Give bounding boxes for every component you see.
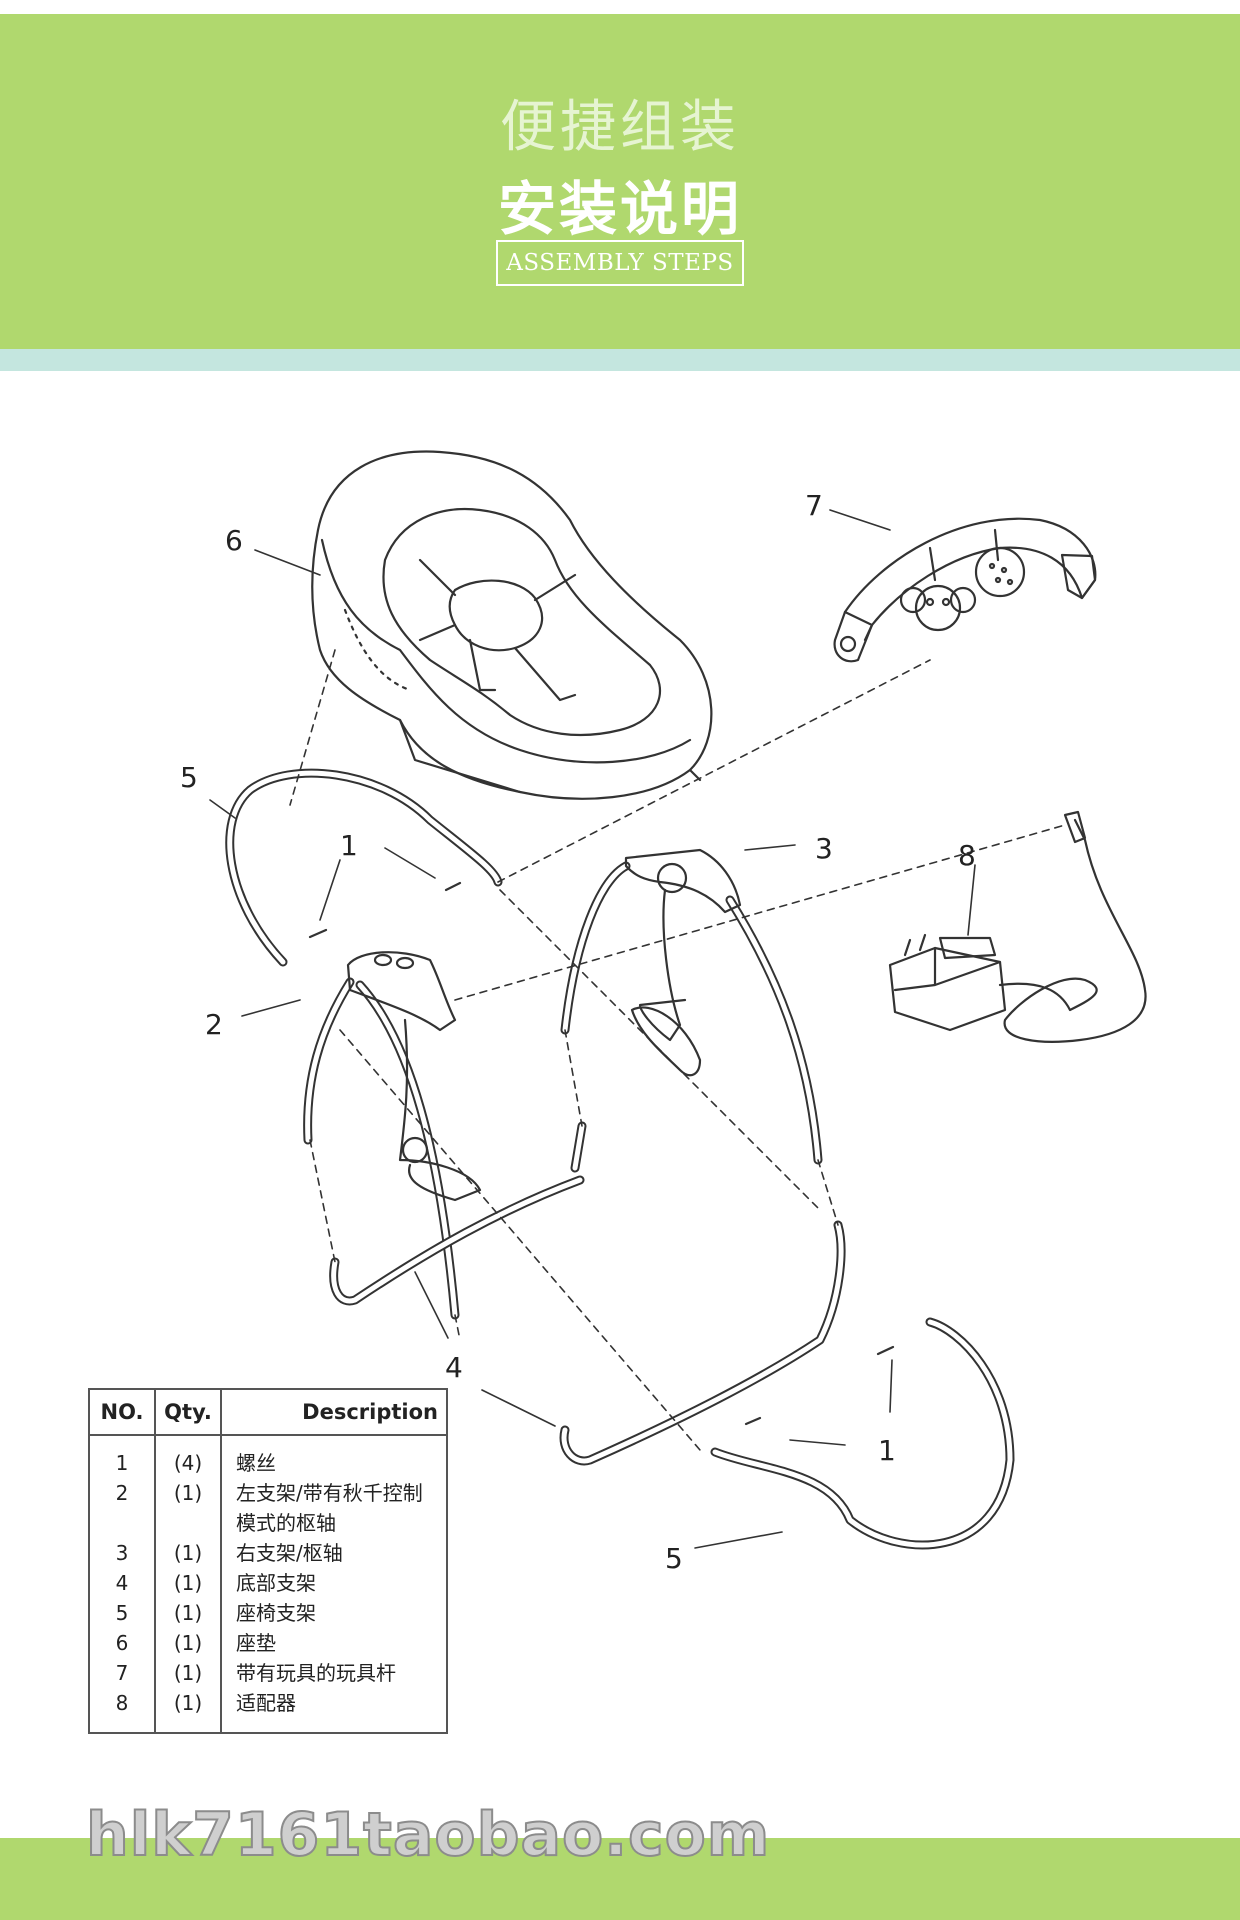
seat-pad: [311, 450, 713, 800]
callout-5-lower: 5: [665, 1542, 683, 1575]
callout-2: 2: [205, 1008, 223, 1041]
table-row: 2 (1) 左支架/带有秋千控制模式的枢轴: [89, 1478, 448, 1538]
leader-lines: [209, 509, 976, 1549]
screws: [308, 881, 895, 1426]
row-qty: (1): [155, 1478, 222, 1538]
row-desc: 带有玩具的玩具杆: [221, 1658, 448, 1688]
seat-support-upper: [225, 768, 503, 967]
header-subtitle: 便捷组装: [500, 95, 740, 160]
row-desc: 适配器: [221, 1688, 448, 1733]
assembly-guides: [289, 649, 1066, 1451]
header-no: NO.: [89, 1389, 156, 1436]
row-desc: 右支架/枢轴: [221, 1538, 448, 1568]
table-row: 5 (1) 座椅支架: [89, 1598, 448, 1628]
callouts: 6 7 5 1 3 8 2 4 1 5: [180, 489, 976, 1575]
row-qty: (1): [155, 1658, 222, 1688]
table-row: 3 (1) 右支架/枢轴: [89, 1538, 448, 1568]
header-stripe: [0, 349, 1240, 371]
row-desc: 座垫: [221, 1628, 448, 1658]
parts-table-header: NO. Qty. Description: [89, 1389, 448, 1436]
row-desc: 左支架/带有秋千控制模式的枢轴: [221, 1478, 448, 1538]
adapter: [888, 810, 1147, 1043]
row-qty: (1): [155, 1568, 222, 1598]
row-qty: (1): [155, 1598, 222, 1628]
toy-bar: [833, 517, 1097, 663]
row-qty: (1): [155, 1628, 222, 1658]
row-qty: (4): [155, 1435, 222, 1478]
callout-4: 4: [445, 1351, 463, 1384]
row-no: 4: [89, 1568, 156, 1598]
assembly-diagram: 6 7 5 1 3 8 2 4 1 5: [180, 450, 1147, 1575]
row-desc: 螺丝: [221, 1435, 448, 1478]
row-no: 1: [89, 1435, 156, 1478]
left-frame: [303, 951, 482, 1320]
table-row: 8 (1) 适配器: [89, 1688, 448, 1733]
assembly-steps-badge: ASSEMBLY STEPS: [496, 240, 744, 286]
callout-5-upper: 5: [180, 761, 198, 794]
row-no: 2: [89, 1478, 156, 1538]
table-row: 7 (1) 带有玩具的玩具杆: [89, 1658, 448, 1688]
row-no: 7: [89, 1658, 156, 1688]
seat-support-lower: [710, 1317, 1015, 1550]
parts-table: NO. Qty. Description 1 (4) 螺丝 2 (1) 左支架/…: [88, 1388, 448, 1734]
right-frame: [560, 848, 823, 1165]
header-banner: [0, 14, 1240, 349]
row-desc: 底部支架: [221, 1568, 448, 1598]
watermark: hlk7161taobao.com: [85, 1799, 771, 1871]
footer-banner: [0, 1838, 1240, 1920]
row-desc: 座椅支架: [221, 1598, 448, 1628]
header-qty: Qty.: [155, 1389, 222, 1436]
table-row: 6 (1) 座垫: [89, 1628, 448, 1658]
callout-7: 7: [805, 489, 823, 522]
row-no: 3: [89, 1538, 156, 1568]
callout-1-lower: 1: [878, 1434, 896, 1467]
row-no: 6: [89, 1628, 156, 1658]
header-title: 安装说明: [497, 175, 742, 243]
row-no: 5: [89, 1598, 156, 1628]
row-qty: (1): [155, 1538, 222, 1568]
table-row: 4 (1) 底部支架: [89, 1568, 448, 1598]
callout-1-upper: 1: [340, 829, 358, 862]
table-row: 1 (4) 螺丝: [89, 1435, 448, 1478]
header-description: Description: [221, 1389, 448, 1436]
base-frame: [329, 1121, 846, 1466]
callout-3: 3: [815, 832, 833, 865]
callout-8: 8: [958, 839, 976, 872]
row-qty: (1): [155, 1688, 222, 1733]
callout-6: 6: [225, 524, 243, 557]
row-no: 8: [89, 1688, 156, 1733]
